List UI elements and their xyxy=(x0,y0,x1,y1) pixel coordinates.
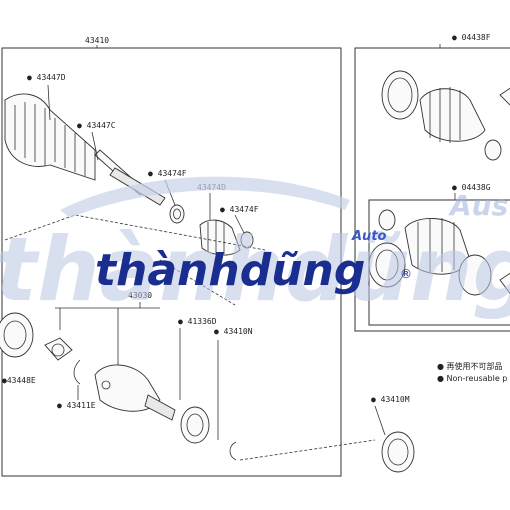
inner-boot-kit-parts xyxy=(368,209,510,296)
label-43410M: ● 43410M xyxy=(371,395,410,404)
watermark-registered: ® xyxy=(400,267,412,281)
label-43410: 43410 xyxy=(85,36,109,45)
label-43448E: ●43448E xyxy=(2,376,36,385)
label-43474F-a: ● 43474F xyxy=(148,169,187,178)
watermark: thànhdũng Aus xyxy=(0,189,510,321)
clamp-ring-b xyxy=(240,231,254,249)
boot-kit-frame xyxy=(354,47,510,332)
main-assembly-frame xyxy=(1,47,342,477)
label-43410N: ● 43410N xyxy=(214,327,253,336)
watermark-right-text: Aus xyxy=(448,189,508,222)
legend-line-2: ● Non-reusable p xyxy=(437,374,507,383)
inner-boot-small xyxy=(199,219,241,256)
watermark-auto: Auto xyxy=(351,229,387,244)
label-43447C: ● 43447C xyxy=(77,121,116,130)
watermark-bg-text: thànhdũng xyxy=(0,218,510,321)
tripod-joint xyxy=(44,337,73,361)
legend-line-1: ● 再使用不可部品 xyxy=(437,361,503,371)
snap-ring xyxy=(73,359,81,385)
circlip xyxy=(229,441,237,461)
watermark-logo-text: thànhdũng xyxy=(95,245,365,296)
label-43447D: ● 43447D xyxy=(27,73,66,82)
label-04438G: ● 04438G xyxy=(452,183,491,192)
watermark-logo: thànhdũng Auto ® xyxy=(60,176,412,296)
label-41336D: ● 41336D xyxy=(178,317,217,326)
seal-ring-b xyxy=(381,431,415,473)
seal-ring-a xyxy=(180,406,210,444)
label-43030: 43030 xyxy=(128,291,152,300)
clamp-ring-a xyxy=(169,204,185,224)
label-43411E: ● 43411E xyxy=(57,401,96,410)
label-04438F: ● 04438F xyxy=(452,33,491,42)
boot-kit-parts xyxy=(381,70,510,161)
label-43474F-b: ● 43474F xyxy=(220,205,259,214)
outer-race-housing xyxy=(94,364,176,421)
